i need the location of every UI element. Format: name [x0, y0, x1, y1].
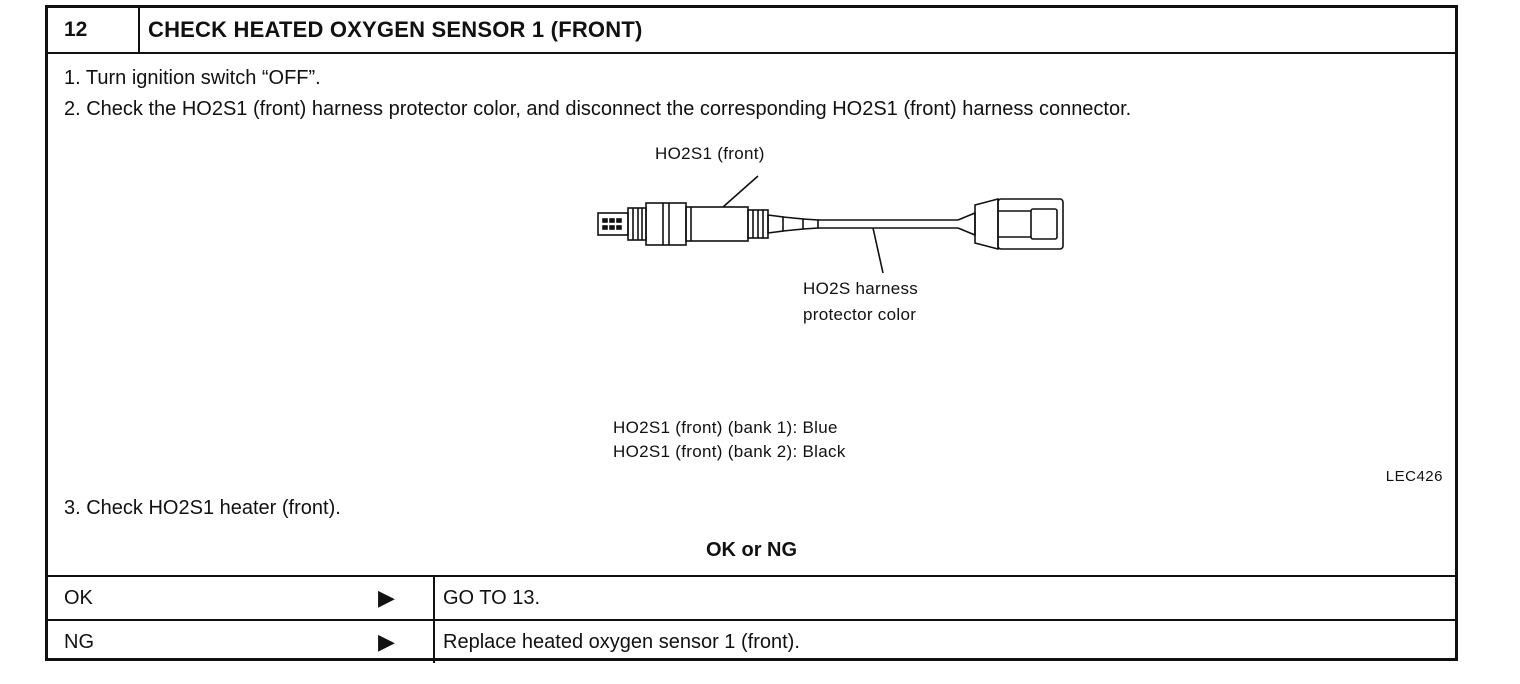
figure-id: LEC426	[1385, 468, 1443, 485]
sensor-leader-line	[722, 175, 759, 208]
result-condition: NG	[64, 631, 94, 653]
instruction-step-3: 3. Check HO2S1 heater (front).	[64, 497, 341, 519]
step-number: 12	[48, 8, 140, 52]
instruction-step-1: 1. Turn ignition switch “OFF”.	[64, 67, 321, 89]
step-title: CHECK HEATED OXYGEN SENSOR 1 (FRONT)	[148, 17, 643, 42]
result-action: GO TO 13.	[443, 587, 541, 609]
bank2-color: HO2S1 (front) (bank 2): Black	[613, 442, 846, 461]
result-condition: OK	[64, 587, 93, 609]
result-heading: OK or NG	[705, 539, 798, 561]
procedure-table: 12 CHECK HEATED OXYGEN SENSOR 1 (FRONT) …	[45, 5, 1458, 663]
connector-front	[974, 197, 999, 251]
sensor-tip-shape	[597, 212, 629, 236]
bank1-color: HO2S1 (front) (bank 1): Blue	[613, 418, 838, 437]
connector-housing	[997, 198, 1064, 250]
arrow-right-icon: ▶	[378, 585, 395, 610]
harness-leader-line	[872, 227, 884, 274]
harness-label-line1: HO2S harness	[803, 279, 919, 298]
step-header: 12 CHECK HEATED OXYGEN SENSOR 1 (FRONT)	[48, 8, 1455, 54]
sensor-label: HO2S1 (front)	[655, 144, 765, 163]
column-divider	[433, 621, 435, 663]
instruction-step-2: 2. Check the HO2S1 (front) harness prote…	[64, 98, 1132, 120]
column-divider	[433, 577, 435, 619]
oxygen-sensor-illustration	[597, 175, 1064, 274]
sensor-hex-body	[645, 202, 687, 246]
harness-label-line2: protector color	[803, 305, 917, 324]
result-action: Replace heated oxygen sensor 1 (front).	[443, 631, 800, 653]
result-row-ng: NG ▶ Replace heated oxygen sensor 1 (fro…	[48, 619, 1455, 663]
arrow-right-icon: ▶	[378, 629, 395, 654]
sensor-main-body	[685, 206, 749, 242]
result-row-ok: OK ▶ GO TO 13.	[48, 575, 1455, 619]
